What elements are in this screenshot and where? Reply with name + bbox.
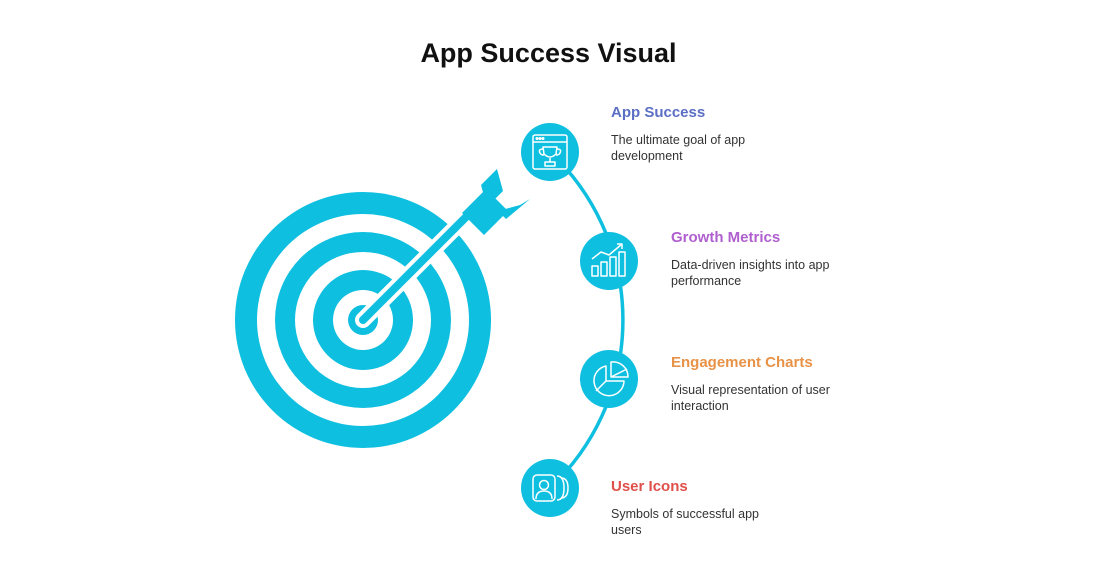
trophy-window-icon (532, 134, 568, 170)
step-title: User Icons (611, 478, 688, 495)
step-description: The ultimate goal of app development (611, 133, 746, 163)
step-4-node (521, 459, 579, 517)
step-title: Engagement Charts (671, 354, 813, 371)
step-description: Data-driven insights into app performanc… (671, 258, 830, 288)
step-2-node (580, 232, 638, 290)
step-description: Symbols of successful app users (611, 507, 759, 537)
pie-chart-icon (593, 361, 629, 397)
bar-chart-trend-icon (591, 243, 626, 277)
step-title: Growth Metrics (671, 229, 781, 246)
user-cards-icon (532, 474, 569, 502)
arrow-icon (355, 169, 530, 328)
step-title: App Success (611, 104, 706, 121)
step-growth-metrics: Growth Metrics Data-driven insights into… (671, 229, 931, 289)
step-3-node (580, 350, 638, 408)
page-title: App Success Visual (420, 38, 677, 68)
step-1-node (521, 123, 579, 181)
step-app-success: App Success The ultimate goal of app dev… (611, 104, 871, 164)
step-engagement-charts: Engagement Charts Visual representation … (671, 354, 931, 414)
step-user-icons: User Icons Symbols of successful app use… (611, 478, 871, 538)
connecting-arc (548, 150, 625, 490)
step-description: Visual representation of user interactio… (671, 383, 830, 413)
